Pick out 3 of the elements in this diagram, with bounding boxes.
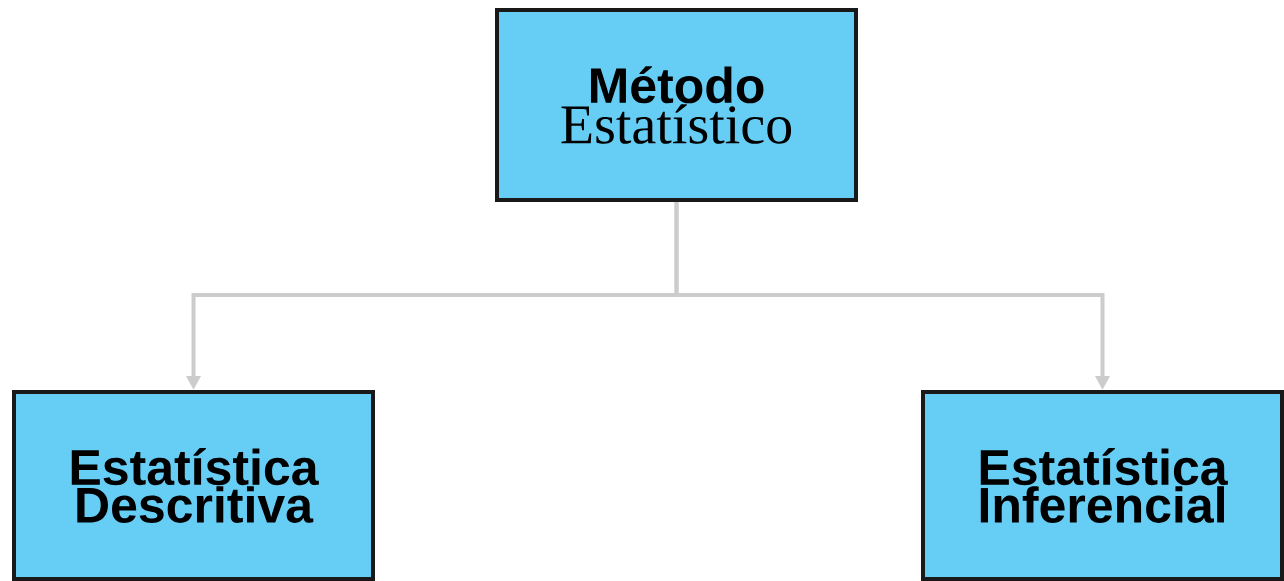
process-box: Estatística Descritiva	[12, 390, 375, 581]
process-box: Método Estatístico	[495, 8, 858, 202]
process-box: Estatística Inferencial	[921, 390, 1284, 581]
